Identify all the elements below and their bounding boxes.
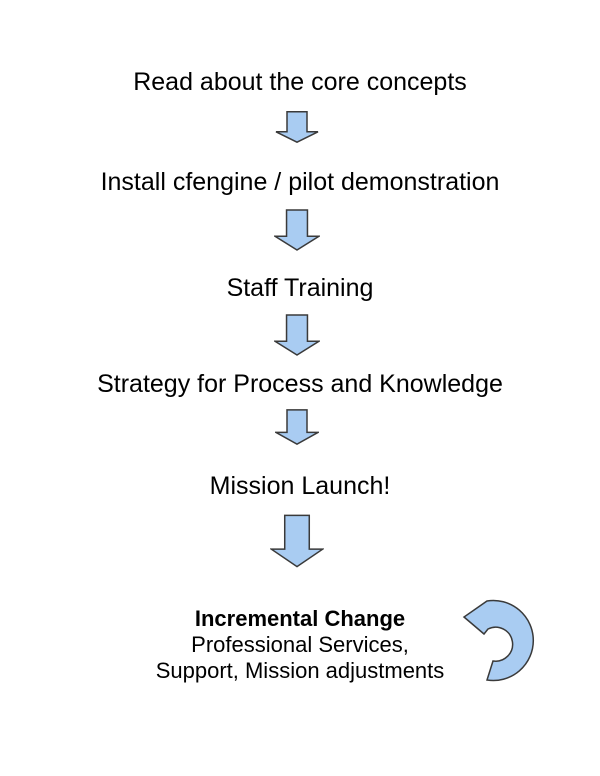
step-1-label: Read about the core concepts <box>133 68 467 96</box>
down-arrow-icon <box>275 111 319 143</box>
down-arrow-icon <box>275 409 319 445</box>
down-arrow-icon <box>270 514 324 568</box>
step-3-label: Staff Training <box>226 274 374 302</box>
step-2-label: Install cfengine / pilot demonstration <box>100 168 500 196</box>
final-stage-line3: Support, Mission adjustments <box>155 658 445 683</box>
step-5-label: Mission Launch! <box>209 472 391 500</box>
final-stage-heading: Incremental Change <box>194 606 406 631</box>
down-arrow-icon <box>274 314 320 356</box>
final-stage-line2: Professional Services, <box>191 632 409 657</box>
step-4-label: Strategy for Process and Knowledge <box>97 370 503 398</box>
counterclockwise-loop-arrow-icon <box>461 599 537 684</box>
down-arrow-icon <box>274 209 320 251</box>
